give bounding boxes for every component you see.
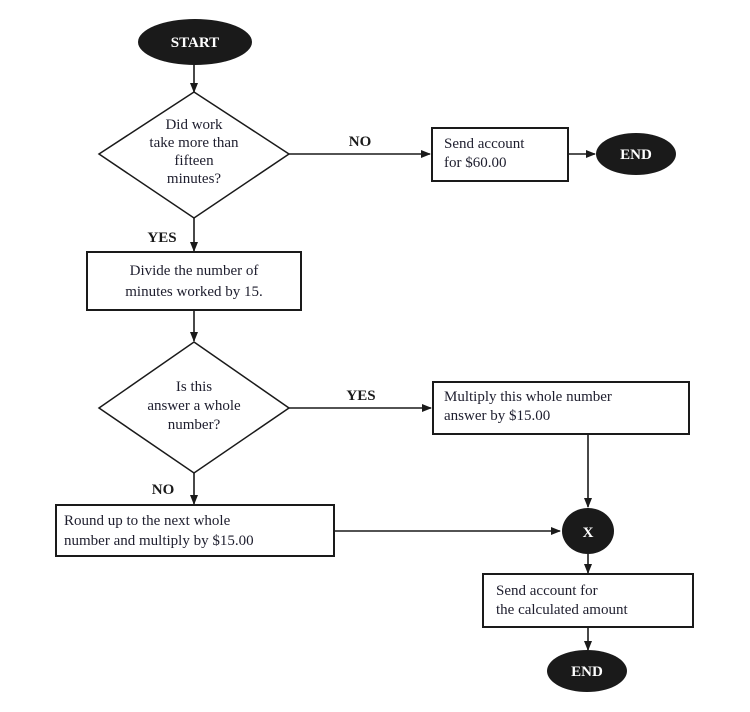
connector-x: X — [562, 508, 614, 554]
start-label: START — [171, 35, 219, 51]
edge-label-no-2: NO — [152, 482, 175, 498]
process-multiply-line-1: Multiply this whole number — [444, 389, 612, 405]
end-2-label: END — [571, 664, 603, 680]
edge-label-no-1: NO — [349, 134, 372, 150]
process-send-60-line-2: for $60.00 — [444, 155, 507, 171]
decision-1-line-1: Did work — [165, 117, 223, 133]
process-send-calculated: Send account for the calculated amount — [482, 573, 694, 628]
end-terminator-2: END — [547, 650, 627, 692]
decision-work-over-fifteen: Did work take more than fifteen minutes? — [97, 91, 291, 219]
edge-label-yes-1: YES — [147, 230, 176, 246]
process-send-calculated-line-2: the calculated amount — [496, 602, 628, 618]
decision-2-line-2: answer a whole — [147, 398, 241, 414]
end-terminator-1: END — [596, 133, 676, 175]
start-terminator: START — [138, 19, 252, 65]
process-multiply-line-2: answer by $15.00 — [444, 408, 550, 424]
process-divide-line-1: Divide the number of — [130, 263, 259, 279]
edge-label-yes-2: YES — [346, 388, 375, 404]
decision-1-line-2: take more than — [149, 135, 239, 151]
process-send-60-line-1: Send account — [444, 136, 525, 152]
decision-whole-number: Is this answer a whole number? — [97, 341, 291, 474]
process-send-60: Send account for $60.00 — [431, 127, 569, 182]
process-send-calculated-line-1: Send account for — [496, 583, 598, 599]
process-divide: Divide the number of minutes worked by 1… — [86, 251, 302, 311]
decision-2-line-1: Is this — [176, 379, 212, 395]
decision-1-line-3: fifteen — [174, 153, 214, 169]
end-1-label: END — [620, 147, 652, 163]
process-round-up: Round up to the next whole number and mu… — [55, 504, 335, 557]
decision-2-line-3: number? — [168, 417, 221, 433]
process-divide-line-2: minutes worked by 15. — [125, 284, 262, 300]
process-round-line-1: Round up to the next whole — [64, 513, 231, 529]
connector-x-label: X — [583, 525, 594, 541]
process-round-line-2: number and multiply by $15.00 — [64, 533, 254, 549]
process-multiply: Multiply this whole number answer by $15… — [432, 381, 690, 435]
decision-1-line-4: minutes? — [167, 171, 221, 187]
